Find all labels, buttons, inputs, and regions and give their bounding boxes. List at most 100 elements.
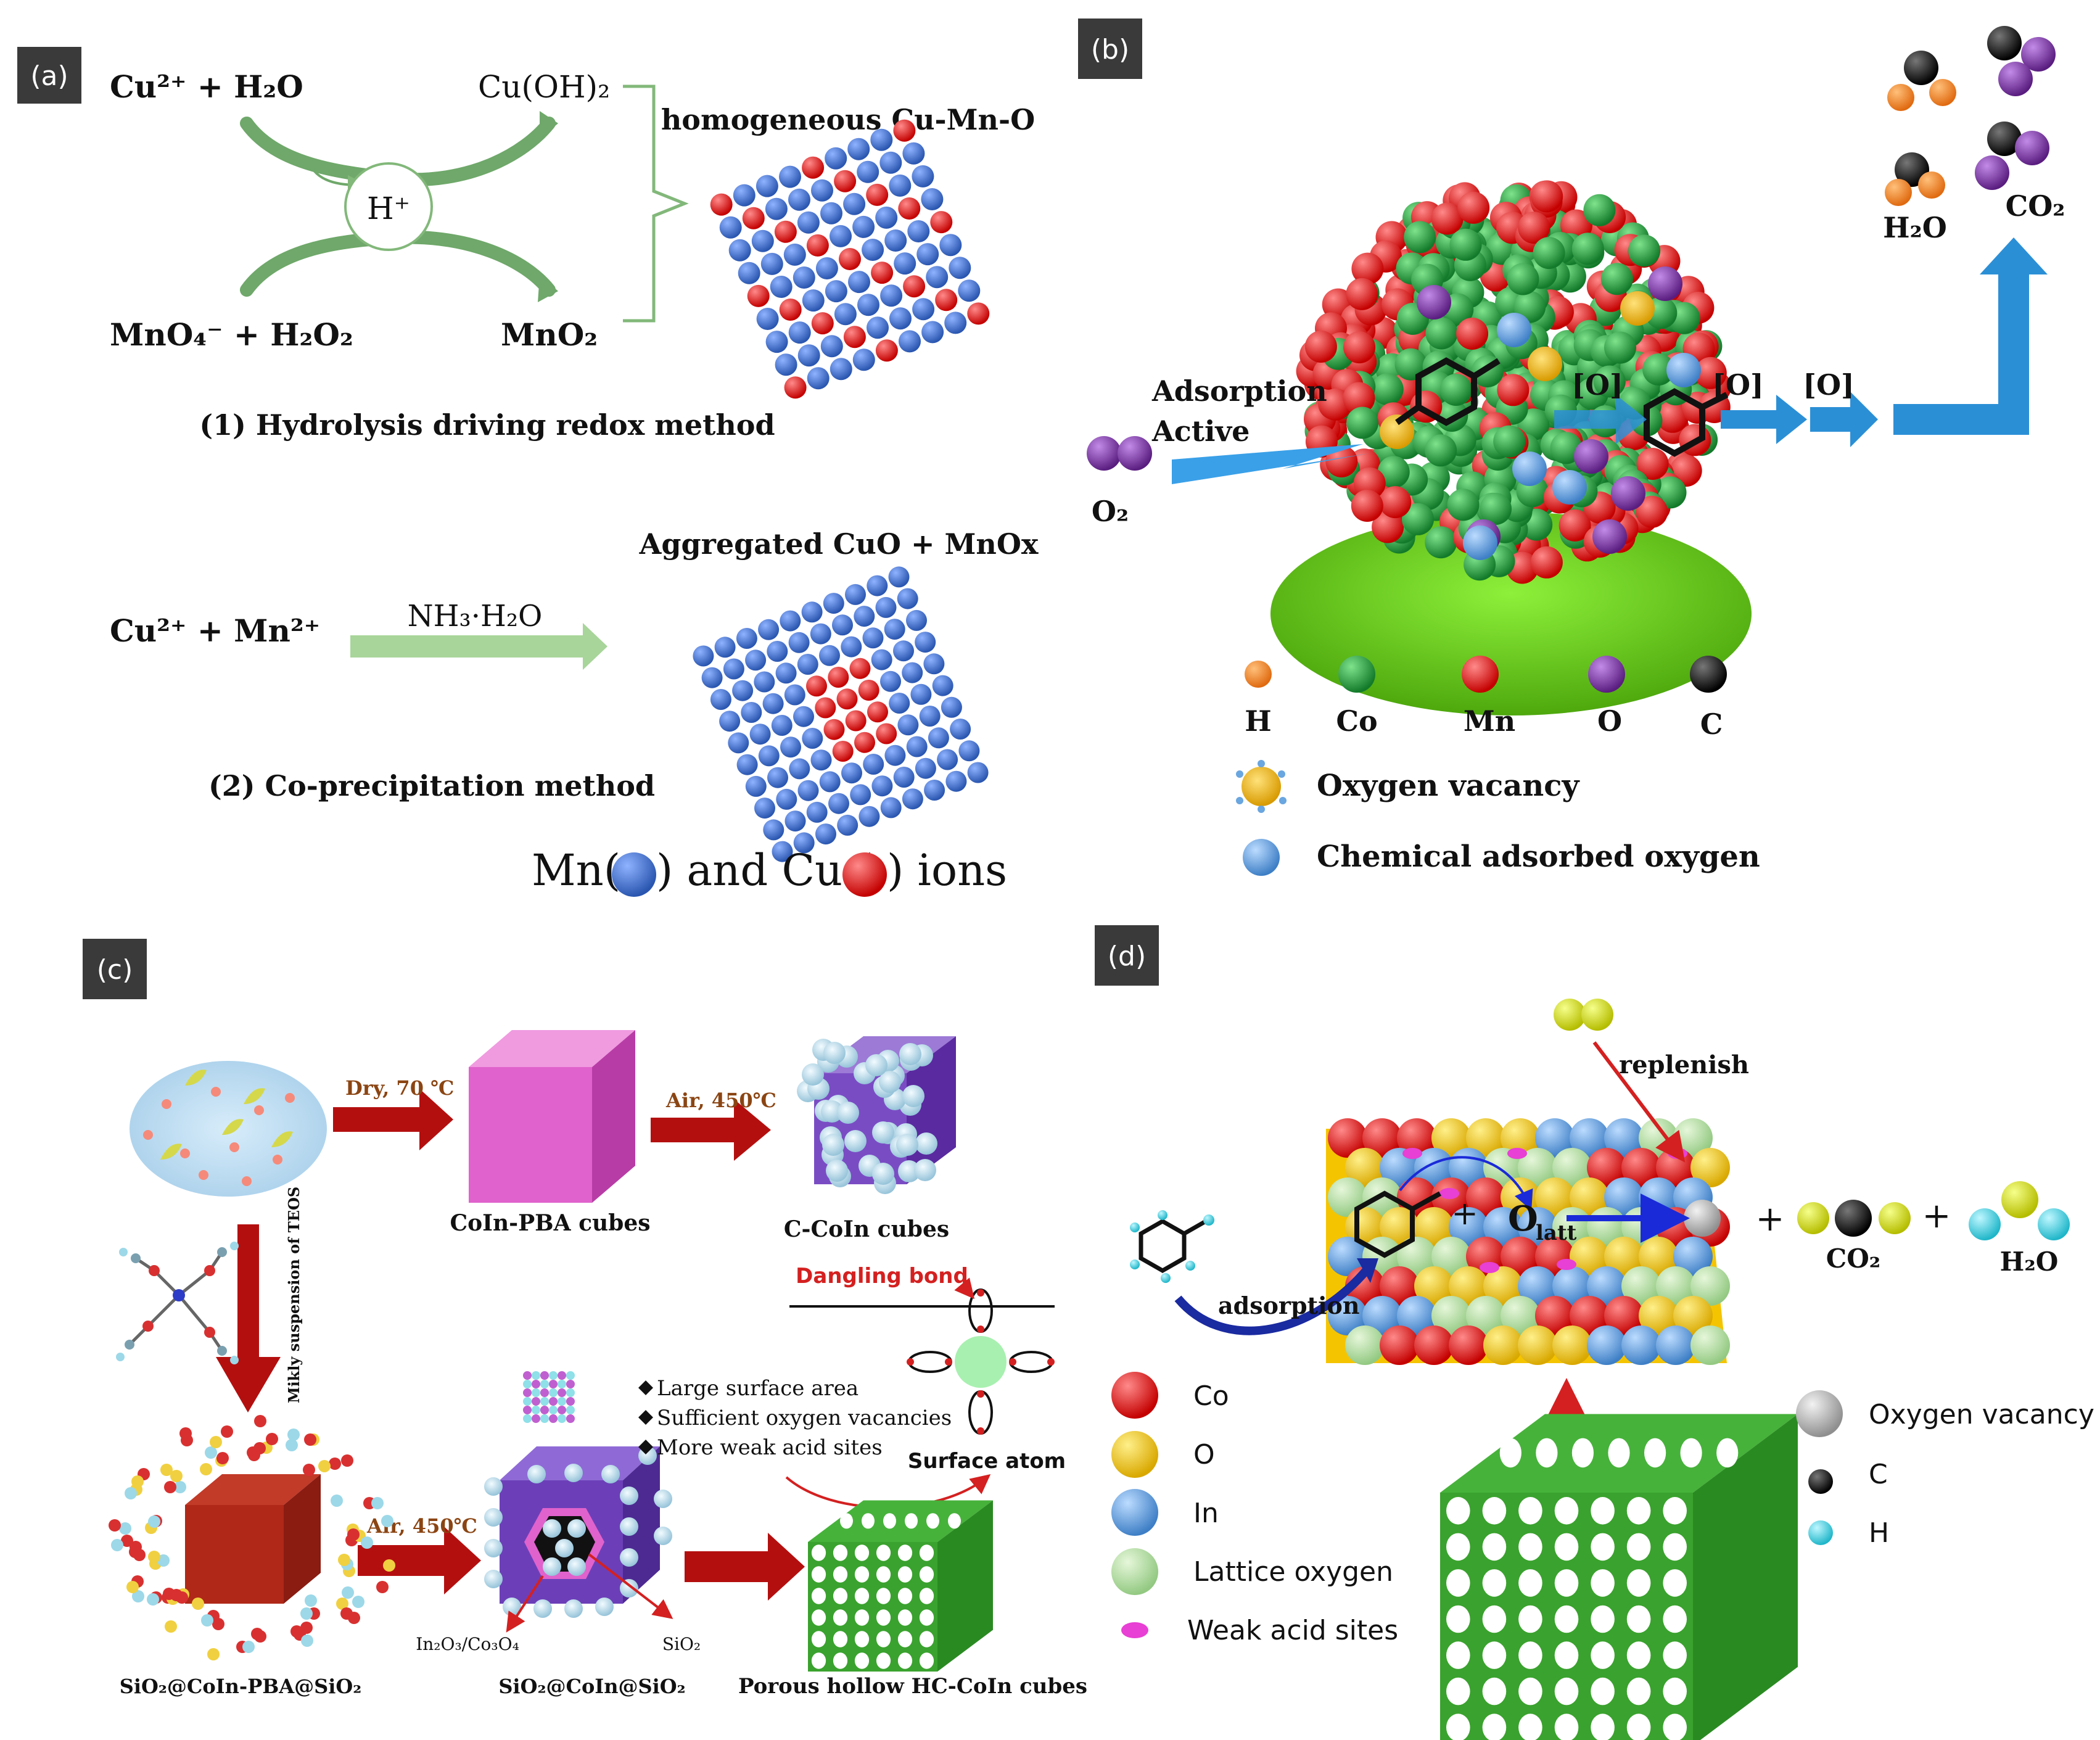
surface-atom: [1380, 1266, 1419, 1306]
mn-ion: [714, 637, 736, 658]
mn-ion: [884, 744, 906, 766]
mn-ion: [841, 762, 862, 784]
silica-sphere: [620, 1548, 638, 1567]
surface-atom: [1414, 1207, 1454, 1247]
surface-atom: [1552, 1326, 1592, 1365]
cluster-atom: [1493, 425, 1526, 458]
weak-acid-site: [1507, 1148, 1527, 1159]
silica-sphere: [543, 1557, 561, 1576]
mn-ion: [926, 266, 949, 289]
surface-atom: [1621, 1148, 1661, 1187]
pore: [1626, 1641, 1651, 1669]
co2-product: [1797, 1200, 1911, 1237]
cu-ion: [967, 302, 990, 325]
mn-ion: [832, 614, 853, 636]
mini-cube-atom: [540, 1380, 549, 1388]
mn-ion: [797, 780, 819, 801]
mn-ion: [819, 771, 841, 793]
mn-ion: [801, 601, 823, 623]
legend-co-label: Co: [1336, 704, 1377, 738]
coin-pba-label: CoIn-PBA cubes: [450, 1210, 650, 1236]
legend-cu-ball: [842, 852, 887, 897]
silica-atom: [331, 1495, 343, 1507]
mini-cube-atom: [540, 1397, 549, 1406]
pore: [1536, 1438, 1558, 1468]
mn-ion: [820, 202, 842, 225]
mini-cube-atom: [549, 1414, 558, 1423]
mn-ion: [765, 331, 788, 353]
legend-co-ball: [1338, 656, 1375, 693]
surface-atom: [1328, 1237, 1367, 1276]
c-coin-label: C-CoIn cubes: [784, 1216, 949, 1242]
carbon-sphere: [826, 1160, 848, 1182]
cluster-atom: [1518, 212, 1550, 244]
mn-ion: [825, 147, 847, 170]
legend-c-d-label: C: [1869, 1459, 1888, 1490]
silica-sphere: [595, 1598, 614, 1616]
mn-ion: [830, 358, 852, 381]
mn-ion: [867, 316, 889, 339]
silica-atom: [286, 1439, 298, 1451]
carbon-sphere: [902, 1085, 924, 1107]
panel-c-tag-text: (c): [97, 954, 133, 986]
legend-h-d-ball: [1808, 1520, 1833, 1545]
cluster-atom: [1404, 221, 1436, 254]
mn-ion: [780, 610, 801, 632]
carbon-sphere: [896, 1134, 918, 1156]
mn-ion: [871, 649, 892, 670]
pore: [811, 1544, 826, 1561]
pore: [876, 1631, 891, 1647]
surface-atom: [1501, 1118, 1540, 1158]
silica-sphere: [484, 1508, 503, 1527]
pore: [919, 1544, 934, 1561]
silica-atom: [148, 1551, 160, 1563]
silica-atom: [352, 1596, 364, 1608]
silica-atom: [174, 1481, 186, 1493]
mn-ion: [776, 788, 797, 810]
legend-mid-text: ) and Cu (: [656, 845, 873, 896]
suspension-particle: [229, 1142, 239, 1152]
toluene-molecule-1: [1395, 357, 1501, 426]
mn-ion: [784, 810, 806, 832]
surface-atom: [1431, 1118, 1471, 1158]
suspension-particle: [285, 1093, 295, 1103]
mini-cube-atom: [532, 1371, 540, 1380]
cu-ion: [806, 234, 829, 257]
method2-label: (2) Co-precipitation method: [208, 769, 655, 802]
surface-atom: [1673, 1296, 1713, 1335]
surface-atom: [1552, 1266, 1592, 1306]
surface-atom: [1518, 1266, 1557, 1306]
mn-ion: [784, 684, 805, 706]
pore: [876, 1588, 891, 1604]
o2-label: O₂: [1092, 495, 1129, 528]
silica-atom: [157, 1554, 170, 1567]
panel-a-tag-text: (a): [30, 60, 68, 92]
mn-ion: [823, 593, 844, 614]
in2o3-label: In₂O₃/Co₃O₄: [416, 1634, 519, 1654]
pore: [854, 1566, 870, 1583]
surface-atom: [1380, 1326, 1419, 1365]
o-atom: [1648, 266, 1682, 301]
weak-acid-site: [1480, 1262, 1499, 1273]
ion-legend: Mn( ) and Cu ( ) ions: [532, 845, 1007, 897]
sio2-pba-label: SiO₂@CoIn-PBA@SiO₂: [120, 1675, 362, 1698]
eq1-right: Cu(OH)₂: [478, 69, 610, 105]
mn-ion: [875, 206, 898, 229]
h2o-label: H₂O: [1883, 211, 1947, 244]
legend-acid-d-label: Weak acid sites: [1187, 1615, 1398, 1646]
mn-ion: [880, 797, 902, 818]
mn-ion: [802, 728, 823, 749]
suspension-particle: [199, 1170, 208, 1180]
homogeneous-lattice: [710, 119, 990, 399]
plus-surface: +: [1451, 1195, 1478, 1232]
cu-ion: [828, 667, 849, 688]
pore: [1446, 1677, 1470, 1705]
silica-atom: [300, 1607, 313, 1620]
pore: [1482, 1533, 1507, 1561]
mn-ion: [788, 632, 810, 653]
surface-atom: [1604, 1237, 1644, 1276]
surface-legend: Co O In Lattice oxygen Weak acid sites: [1111, 1372, 1398, 1646]
h2o-d-label: H₂O: [2000, 1247, 2059, 1277]
catalyst-cluster: [1296, 180, 1732, 584]
silica-sphere: [533, 1599, 552, 1618]
